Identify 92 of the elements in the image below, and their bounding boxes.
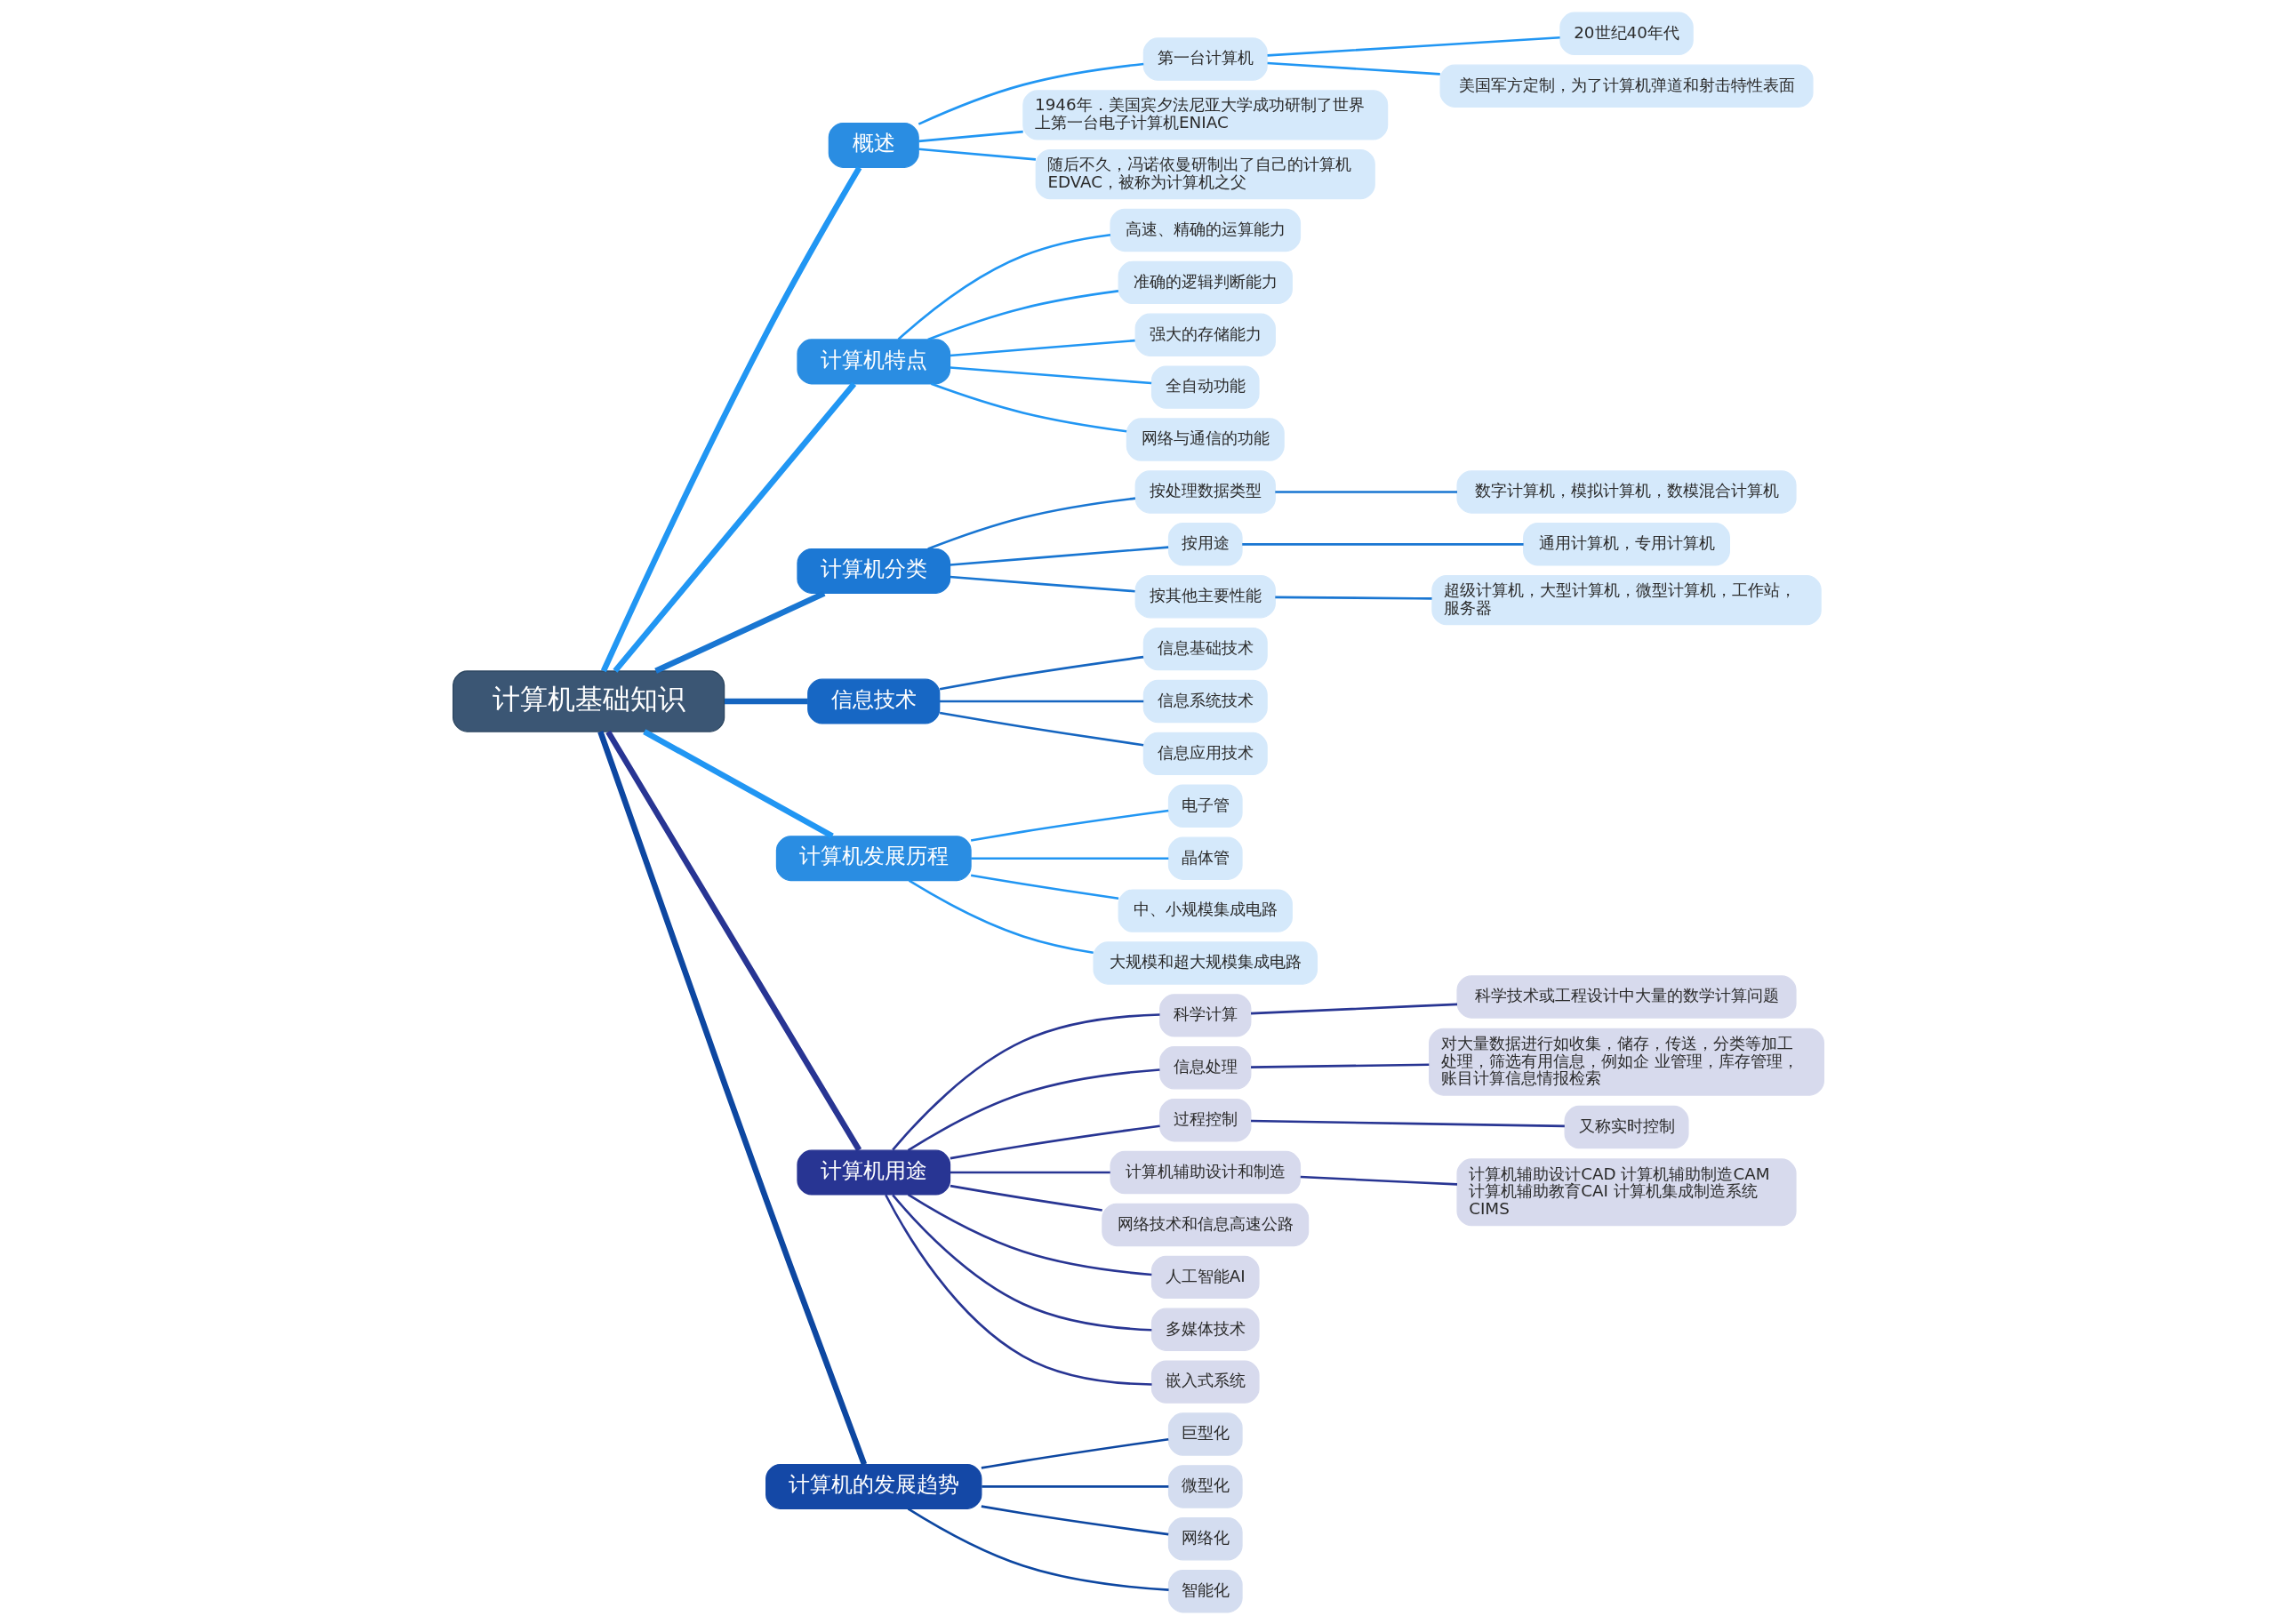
node-box: 信息系统技术 — [1142, 679, 1268, 723]
connector — [605, 730, 862, 1151]
connector — [939, 655, 1143, 690]
node-box: 按用途 — [1167, 522, 1243, 566]
node-box: 1946年．美国宾夕法尼亚大学成功研制了世界上第一台电子计算机ENIAC — [1022, 89, 1388, 140]
connector — [642, 728, 834, 838]
node-box: 巨型化 — [1167, 1412, 1243, 1456]
connector — [884, 1194, 1152, 1386]
node-box: 超级计算机，大型计算机，微型计算机，工作站，服务器 — [1431, 574, 1822, 625]
node-box: 人工智能AI — [1150, 1255, 1260, 1299]
connector — [950, 1124, 1160, 1159]
connector — [891, 1012, 1160, 1151]
node-box: 高速、精确的运算能力 — [1109, 208, 1301, 252]
connector — [926, 289, 1118, 340]
connector — [949, 575, 1135, 592]
connector — [950, 1184, 1102, 1212]
connector — [939, 711, 1143, 746]
node-box: 微型化 — [1167, 1464, 1243, 1508]
connector — [907, 1068, 1160, 1151]
node-box: 计算机用途 — [796, 1149, 950, 1196]
node-box: 对大量数据进行如收集，储存，传送，分类等加工处理，筛选有用信息，例如企 业管理，库存管理，账目计算信息情报检索 — [1428, 1028, 1824, 1096]
node-box: 全自动功能 — [1150, 364, 1260, 409]
node-box: 按处理数据类型 — [1134, 469, 1276, 514]
connector — [1267, 61, 1440, 76]
node-box: 计算机辅助设计CAD 计算机辅助制造CAM 计算机辅助教育CAI 计算机集成制造系统 CIMS — [1455, 1157, 1797, 1226]
connector — [1241, 542, 1524, 546]
node-box: 数字计算机，模拟计算机，数模混合计算机 — [1455, 469, 1797, 514]
connector — [970, 873, 1118, 900]
connector — [1250, 1003, 1457, 1014]
node-box: 晶体管 — [1167, 836, 1243, 880]
node-box: 计算机的发展趋势 — [765, 1463, 982, 1509]
connector — [918, 62, 1143, 125]
connector — [600, 165, 862, 672]
connector — [970, 809, 1168, 842]
node-box: 网络与通信的功能 — [1126, 417, 1285, 461]
connector — [949, 339, 1135, 356]
connector — [891, 1194, 1151, 1332]
node-box: 计算机辅助设计和制造 — [1109, 1150, 1301, 1194]
connector — [1250, 1119, 1565, 1127]
node-box: 计算机特点 — [796, 338, 950, 384]
node-box: 科学计算 — [1158, 993, 1251, 1037]
node-box: 中、小规模集成电路 — [1118, 888, 1293, 932]
node-box: 准确的逻辑判断能力 — [1118, 260, 1293, 304]
node-box: 信息基础技术 — [1142, 627, 1268, 670]
node-box: 多媒体技术 — [1150, 1308, 1260, 1351]
node-box: 信息技术 — [806, 678, 940, 724]
node-box: 按其他主要性能 — [1134, 574, 1276, 618]
node-box: 智能化 — [1167, 1569, 1243, 1612]
node-box: 电子管 — [1167, 784, 1243, 828]
connector — [981, 1504, 1168, 1535]
node-box: 又称实时控制 — [1564, 1105, 1689, 1148]
connector — [724, 698, 808, 704]
connector — [970, 856, 1168, 860]
connector — [949, 545, 1168, 566]
connector — [1274, 490, 1457, 493]
node-box: 嵌入式系统 — [1150, 1359, 1260, 1404]
connector — [950, 1171, 1110, 1173]
node-box: 大规模和超大规模集成电路 — [1092, 940, 1318, 985]
node-box: 计算机分类 — [796, 548, 950, 594]
connector — [926, 496, 1135, 550]
node-box: 网络化 — [1167, 1516, 1243, 1561]
node-box: 美国军方定制，为了计算机弹道和射击特性表面 — [1439, 63, 1814, 108]
connector — [939, 700, 1143, 702]
node-box: 过程控制 — [1158, 1098, 1251, 1141]
node-box: 信息处理 — [1158, 1045, 1251, 1089]
node-box: 概述 — [828, 122, 919, 168]
connector — [612, 381, 856, 673]
node-box: 强大的存储能力 — [1134, 313, 1276, 356]
connector — [918, 147, 1036, 161]
connector — [981, 1437, 1168, 1469]
connector — [907, 1193, 1151, 1276]
node-box: 20世纪40年代 — [1559, 12, 1694, 55]
connector — [918, 130, 1023, 142]
node-box: 随后不久，冯诺依曼研制出了自己的计算机EDVAC，被称为计算机之父 — [1035, 148, 1375, 199]
connector — [1300, 1175, 1457, 1186]
connector — [1267, 36, 1560, 57]
node-box: 计算机基础知识 — [452, 669, 725, 732]
connector — [908, 879, 1094, 954]
connector — [981, 1484, 1168, 1488]
node-box: 计算机发展历程 — [775, 835, 972, 881]
node-box: 科学技术或工程设计中大量的数学计算问题 — [1455, 974, 1797, 1019]
node-box: 第一台计算机 — [1142, 36, 1268, 81]
node-box: 信息应用技术 — [1142, 732, 1268, 775]
connector — [897, 233, 1110, 340]
connector — [597, 730, 867, 1465]
connector — [1274, 596, 1432, 600]
connector — [1250, 1063, 1429, 1068]
node-box: 通用计算机，专用计算机 — [1522, 522, 1730, 566]
node-box: 网络技术和信息高速公路 — [1101, 1203, 1309, 1246]
connector — [930, 382, 1126, 433]
connector — [907, 1507, 1169, 1591]
connector — [949, 365, 1151, 384]
